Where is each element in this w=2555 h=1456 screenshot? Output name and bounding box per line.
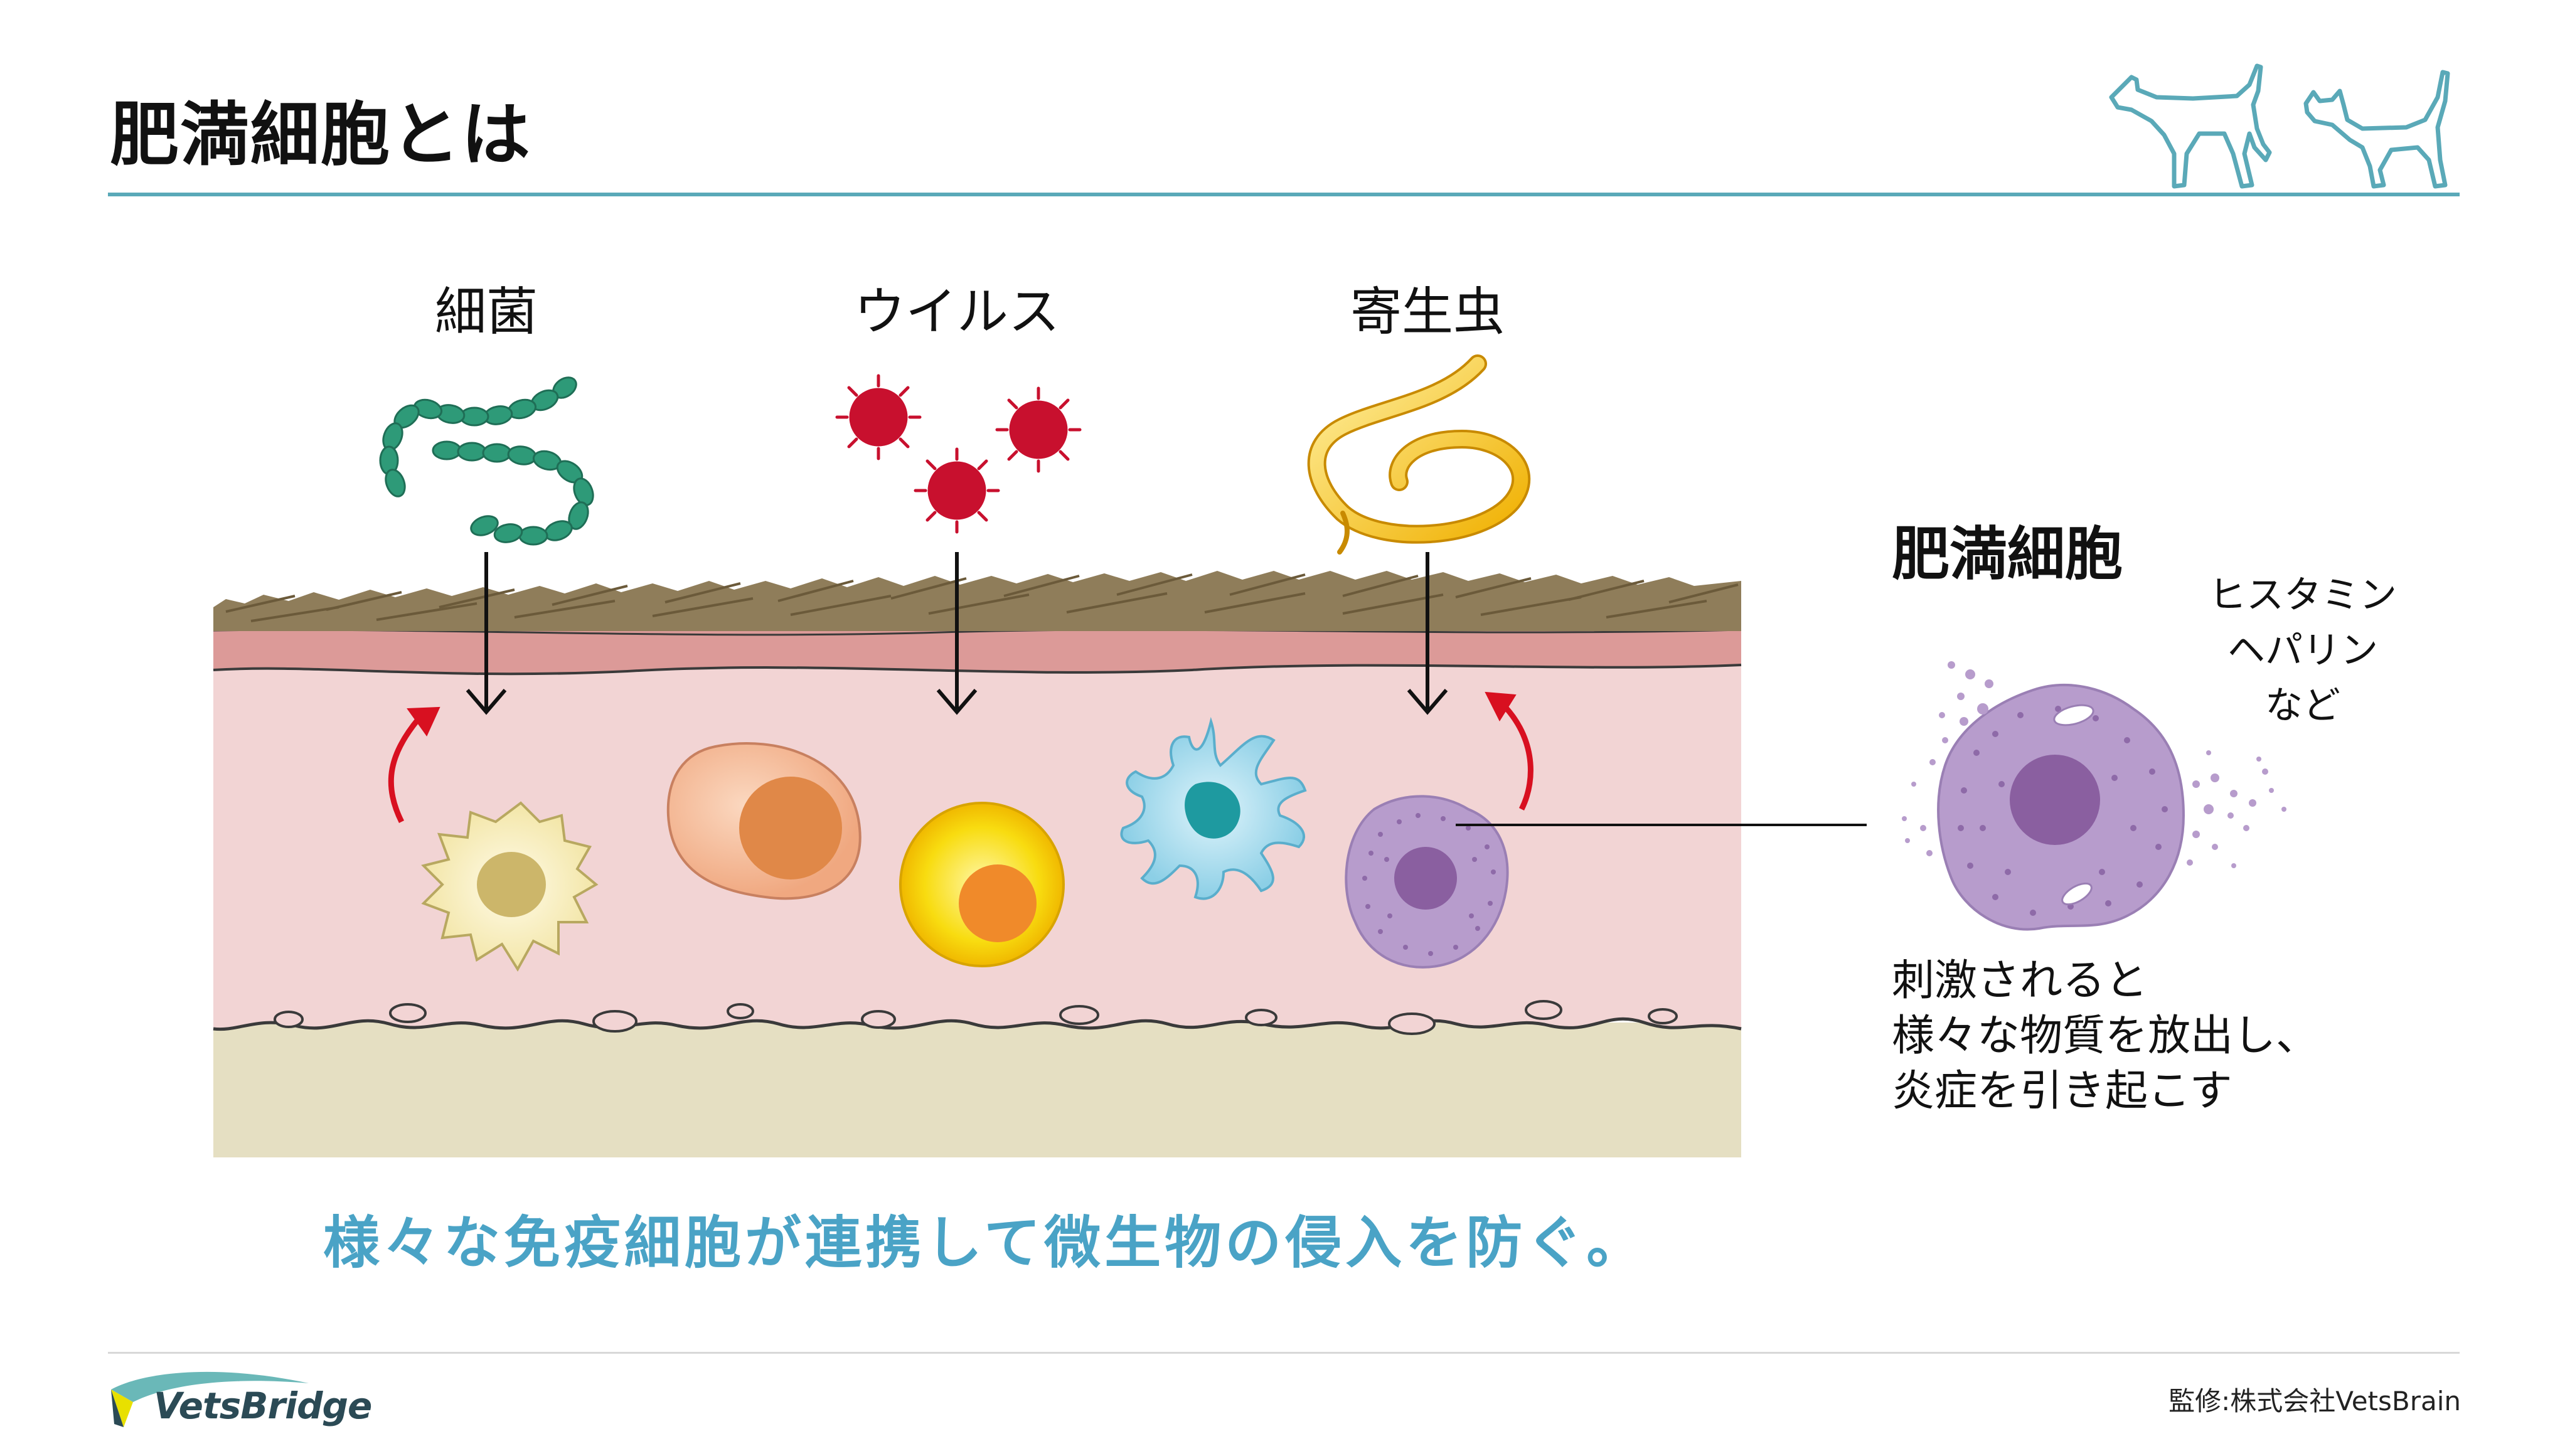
dendritic-cell: [1120, 716, 1307, 900]
virus-icon: [835, 374, 1082, 534]
epidermis-layer: [213, 627, 1741, 674]
mast-cell-in-skin: [1345, 795, 1509, 969]
title-divider: [108, 193, 2460, 196]
brand-name: VetsBridge: [154, 1384, 372, 1427]
invasion-arrows: [466, 552, 1448, 715]
label-bacteria: 細菌: [434, 282, 538, 342]
label-virus: ウイルス: [853, 282, 1060, 342]
lymphocyte-cell: [899, 802, 1065, 967]
mediator-etc: など: [2265, 684, 2340, 728]
label-parasite: 寄生虫: [1350, 282, 1505, 342]
hypodermis-layer: [213, 1023, 1741, 1157]
dog-cat-logo-icon: [2109, 63, 2450, 189]
arrow-bacteria: [466, 552, 507, 715]
effect-line-1: 刺激されると: [1892, 956, 2148, 1006]
mast-cell-effect: 刺激されると 様々な物質を放出し、 炎症を引き起こす: [1892, 954, 2318, 1119]
arrow-parasite: [1407, 552, 1448, 715]
mediator-list: ヒスタミン ヘパリン など: [2196, 568, 2409, 733]
mediator-histamine: ヒスタミン: [2209, 573, 2397, 617]
vetsbridge-logo-icon: [111, 1371, 309, 1427]
supervision-credit: 監修:株式会社VetsBrain: [2168, 1386, 2461, 1416]
effect-line-3: 炎症を引き起こす: [1892, 1066, 2232, 1116]
mast-cell-large: [1902, 661, 2286, 931]
page-title: 肥満細胞とは: [110, 95, 531, 175]
mediator-heparin: ヘパリン: [2227, 629, 2378, 672]
response-arrows: [388, 691, 1534, 824]
caption: 様々な免疫細胞が連携して微生物の侵入を防ぐ。: [323, 1210, 1647, 1276]
stratum-corneum: [213, 571, 1741, 631]
footer-divider: [108, 1352, 2460, 1354]
granulocyte-cell: [666, 742, 861, 900]
macrophage-cell: [421, 801, 599, 972]
mast-cell-title: 肥満細胞: [1892, 521, 2123, 588]
bacteria-icon: [379, 376, 594, 546]
arrow-virus: [936, 552, 978, 715]
effect-line-2: 様々な物質を放出し、: [1892, 1011, 2319, 1061]
parasite-icon: [1307, 354, 1531, 555]
